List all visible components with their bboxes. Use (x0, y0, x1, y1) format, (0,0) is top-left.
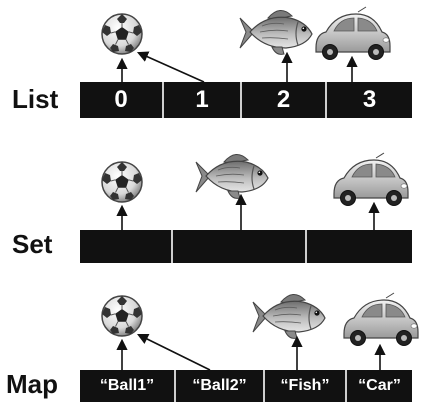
map-key-label: “Ball1” (99, 377, 155, 394)
map-cell-3: “Car” (345, 370, 412, 402)
list-cell-1: 1 (162, 82, 240, 118)
list-car-icon (315, 6, 391, 61)
map-key-label: “Fish” (280, 377, 330, 394)
list-cell-3: 3 (325, 82, 412, 118)
map-bar: “Ball1” “Ball2” “Fish” “Car” (80, 370, 412, 402)
set-cell-2 (305, 230, 412, 263)
list-index-label: 2 (276, 86, 291, 113)
map-cell-1: “Ball2” (174, 370, 263, 402)
map-car-icon (343, 292, 419, 347)
list-index-label: 0 (114, 86, 128, 113)
map-cell-0: “Ball1” (80, 370, 174, 402)
set-cell-0 (80, 230, 171, 263)
list-arrow-1 (136, 51, 205, 83)
map-arrow-ball2 (136, 333, 211, 371)
list-cell-0: 0 (80, 82, 162, 118)
map-key-label: “Ball2” (192, 377, 247, 394)
set-cell-1 (171, 230, 305, 263)
list-row-label: List (12, 84, 59, 114)
map-key-label: “Car” (358, 377, 401, 394)
list-soccer-ball-icon (101, 13, 143, 55)
map-row-label: Map (6, 369, 58, 399)
list-cell-2: 2 (240, 82, 325, 118)
set-fish-icon (195, 153, 269, 199)
map-fish-icon (252, 293, 326, 339)
list-bar: 0 1 2 3 (80, 82, 412, 118)
set-car-icon (333, 152, 409, 207)
map-soccer-ball-icon (101, 295, 143, 337)
set-row-label: Set (12, 229, 53, 259)
set-soccer-ball-icon (101, 161, 143, 203)
list-fish-icon (239, 9, 313, 55)
list-index-label: 3 (362, 86, 377, 113)
list-index-label: 1 (195, 86, 209, 113)
map-cell-2: “Fish” (263, 370, 345, 402)
set-bar (80, 230, 412, 263)
